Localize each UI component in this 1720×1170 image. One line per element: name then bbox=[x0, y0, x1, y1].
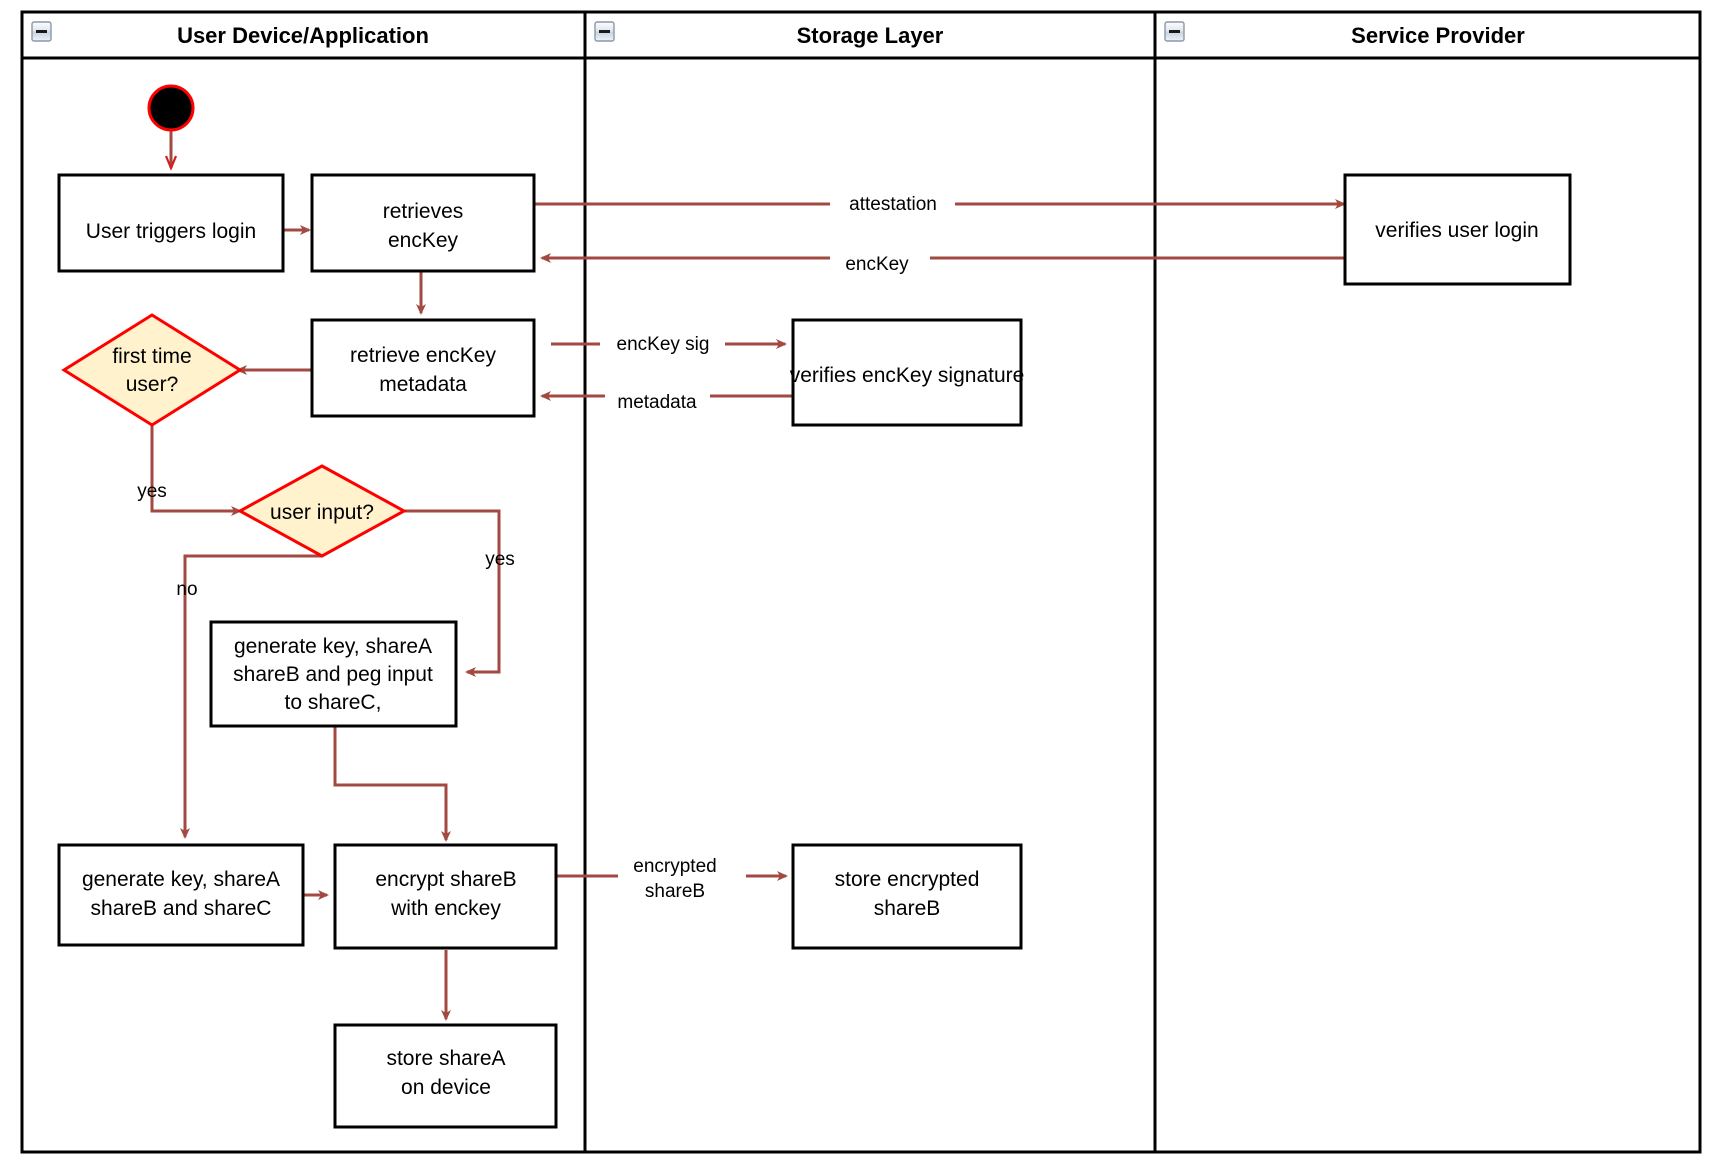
edge-enckey: encKey bbox=[540, 248, 1344, 278]
node-label-user-input: user input? bbox=[270, 501, 374, 524]
edge-label-bg bbox=[605, 386, 710, 416]
edge-label-userinput-yes: yes bbox=[485, 549, 515, 570]
collapse-minus-icon[interactable] bbox=[594, 21, 615, 42]
edge-firsttime-yes: yes bbox=[137, 415, 242, 516]
swimlane-storage-layer[interactable]: Storage Layer bbox=[583, 10, 1157, 1154]
lane-title-storage-layer: Storage Layer bbox=[797, 23, 944, 48]
node-label-store-sharea-1: store shareA bbox=[386, 1047, 505, 1070]
node-label-verifies-user-login: verifies user login bbox=[1375, 219, 1538, 242]
node-first-time-user[interactable]: first time user? bbox=[61, 313, 243, 427]
edge-label-bg bbox=[600, 331, 725, 357]
node-store-sharea-on-device[interactable]: store shareA on device bbox=[333, 1023, 558, 1129]
edge-label-encrypted-2: shareB bbox=[645, 881, 705, 902]
edge-label-userinput-no: no bbox=[176, 579, 197, 600]
node-label-retrieve-metadata-2: metadata bbox=[379, 373, 467, 396]
node-encrypt-shareb[interactable]: encrypt shareB with enckey bbox=[333, 843, 558, 950]
edge-label-bg bbox=[830, 191, 955, 217]
node-label-retrieve-metadata-1: retrieve encKey bbox=[350, 344, 496, 367]
edge-label-metadata: metadata bbox=[617, 392, 697, 413]
node-label-store-sharea-2: on device bbox=[401, 1076, 491, 1099]
node-label-peg-1: generate key, shareA bbox=[234, 635, 432, 658]
node-label-store-enc-1: store encrypted bbox=[835, 868, 980, 891]
lane-body-storage-layer bbox=[583, 10, 1157, 1154]
lane-title-user-device: User Device/Application bbox=[177, 23, 429, 48]
edge-metadata: metadata bbox=[540, 386, 793, 416]
node-user-triggers-login[interactable]: User triggers login bbox=[57, 173, 285, 273]
lane-title-service-provider: Service Provider bbox=[1351, 23, 1525, 48]
edge-label-enckey: encKey bbox=[845, 254, 909, 275]
node-generate-peg-input[interactable]: generate key, shareA shareB and peg inpu… bbox=[209, 620, 458, 728]
node-label-first-time-user-2: user? bbox=[126, 373, 179, 396]
edge-attestation: attestation bbox=[534, 191, 1346, 217]
node-label-first-time-user-1: first time bbox=[112, 345, 191, 368]
edge-label-enckey-sig: encKey sig bbox=[617, 334, 710, 355]
node-label-verifies-signature: verifies encKey signature bbox=[790, 364, 1025, 387]
edge-userinput-yes: yes bbox=[404, 509, 515, 677]
node-label-user-triggers-login: User triggers login bbox=[86, 220, 256, 243]
node-label-shares-1: generate key, shareA bbox=[82, 868, 280, 891]
node-label-peg-3: to shareC, bbox=[285, 691, 382, 714]
node-retrieves-enckey[interactable]: retrieves encKey bbox=[310, 173, 536, 273]
node-label-store-enc-2: shareB bbox=[874, 897, 941, 920]
collapse-minus-icon[interactable] bbox=[1164, 21, 1185, 42]
node-generate-shares[interactable]: generate key, shareA shareB and shareC bbox=[57, 843, 305, 947]
collapse-minus-icon[interactable] bbox=[31, 21, 52, 42]
edge-label-bg bbox=[830, 248, 930, 278]
edge-label-firsttime-yes: yes bbox=[137, 481, 167, 502]
node-label-encrypt-2: with enckey bbox=[390, 897, 501, 920]
node-retrieve-enckey-metadata[interactable]: retrieve encKey metadata bbox=[310, 318, 536, 418]
node-label-retrieves-enckey-2: encKey bbox=[388, 229, 459, 252]
node-label-encrypt-1: encrypt shareB bbox=[375, 868, 516, 891]
node-verifies-user-login[interactable]: verifies user login bbox=[1343, 173, 1572, 286]
node-store-encrypted-shareb[interactable]: store encrypted shareB bbox=[791, 843, 1023, 950]
edge-label-encrypted-1: encrypted bbox=[633, 856, 716, 877]
edge-userinput-no: no bbox=[176, 554, 322, 839]
edge-label-attestation: attestation bbox=[849, 194, 937, 215]
initial-node[interactable] bbox=[147, 84, 195, 132]
node-user-input[interactable]: user input? bbox=[236, 464, 408, 558]
node-label-shares-2: shareB and shareC bbox=[91, 897, 272, 920]
edge-label-bg bbox=[618, 851, 746, 903]
edge-encrypted-shareb: encrypted shareB bbox=[556, 851, 788, 903]
node-label-peg-2: shareB and peg input bbox=[233, 663, 433, 686]
edge-enckey-sig: encKey sig bbox=[551, 331, 787, 357]
node-verifies-enckey-signature[interactable]: verifies encKey signature bbox=[790, 318, 1025, 427]
node-label-retrieves-enckey-1: retrieves bbox=[383, 200, 464, 223]
edge-peg-encrypt bbox=[333, 725, 451, 842]
